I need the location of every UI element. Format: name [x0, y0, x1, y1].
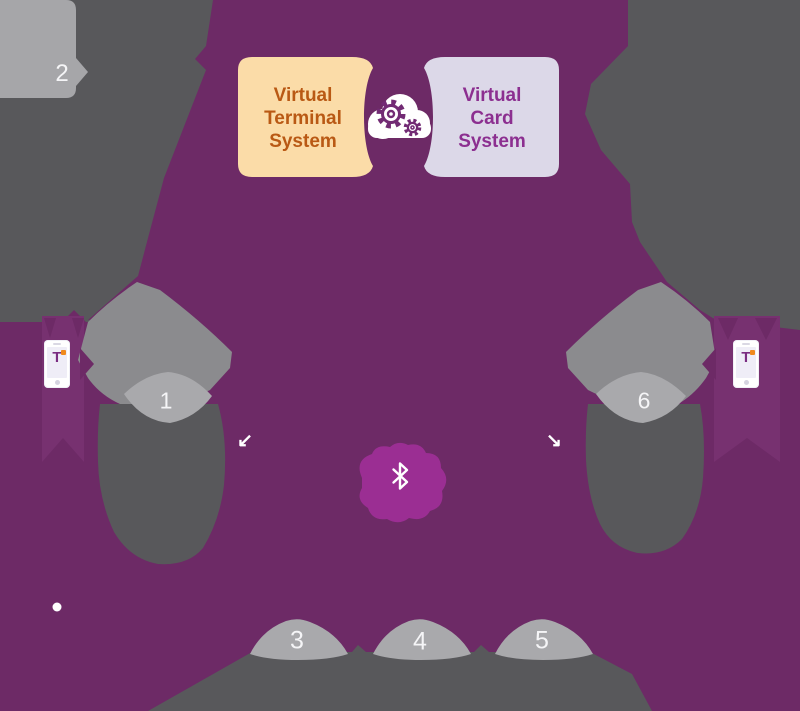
phone-speaker: [742, 343, 750, 345]
logo-accent-dot: [750, 350, 755, 355]
silhouette-top-right: [585, 0, 800, 330]
phone-logo-t: T: [741, 349, 751, 366]
right-diamond-silhouette: [566, 282, 716, 404]
gear-body: [381, 104, 401, 124]
card-box-label: Virtual Card System: [427, 84, 557, 153]
step5-number: 5: [535, 626, 549, 655]
bluetooth-blob: [359, 442, 447, 523]
step3-mound: [250, 619, 348, 660]
terminal-label-line2: Terminal: [264, 108, 342, 129]
step1-mound: [124, 372, 212, 423]
step3-number: 3: [290, 626, 304, 655]
step4-number: 4: [413, 627, 427, 656]
gear-teeth: [376, 99, 406, 129]
card-box: [424, 57, 559, 177]
gear-hole: [410, 125, 415, 130]
gear-teeth: [403, 118, 422, 137]
phone-home-button: [743, 380, 749, 385]
table-silhouette: [148, 645, 652, 711]
arrow-down-left-icon: ↙: [237, 430, 253, 452]
left-phone-icon: T: [44, 340, 70, 388]
terminal-label-line1: Virtual: [273, 85, 333, 106]
terminal-box-label: Virtual Terminal System: [238, 84, 368, 153]
right-ribbon: [714, 316, 780, 462]
bluetooth-icon: [392, 462, 409, 490]
step6-number: 6: [637, 387, 651, 414]
cloud-gears-icon: [368, 94, 431, 139]
gear-hole: [386, 109, 396, 119]
left-ribbon-notches: [44, 318, 84, 338]
left-arm-silhouette: [97, 404, 226, 565]
arrow-down-right-icon: ↘: [546, 430, 562, 452]
terminal-label-line3: System: [269, 131, 337, 152]
step4-mound: [373, 619, 471, 660]
right-ribbon-notches: [718, 318, 777, 340]
logo-accent-dot: [61, 350, 66, 355]
step2-number: 2: [55, 60, 69, 87]
card-label-line1: Virtual: [462, 85, 522, 106]
gear-body: [406, 121, 419, 134]
phone-logo-t: T: [52, 349, 62, 366]
card-label-line3: System: [458, 131, 526, 152]
step2-tag: [0, 0, 88, 98]
white-dot: [52, 602, 62, 612]
step6-mound: [596, 372, 686, 423]
right-phone-icon: T: [733, 340, 759, 388]
cloud-part: [368, 119, 431, 138]
phone-speaker: [53, 343, 61, 345]
right-arm-silhouette: [585, 404, 704, 554]
left-diamond-silhouette: [78, 282, 232, 404]
step5-mound: [495, 619, 593, 660]
right-diamond-notch: [702, 348, 716, 380]
left-diamond-notch: [80, 348, 94, 380]
gear-small-icon: [403, 118, 422, 137]
phone-home-button: [54, 380, 60, 385]
card-label-line2: Card: [470, 108, 514, 129]
gear-large-icon: [376, 99, 406, 129]
step1-number: 1: [159, 387, 173, 414]
terminal-box: [238, 57, 373, 177]
